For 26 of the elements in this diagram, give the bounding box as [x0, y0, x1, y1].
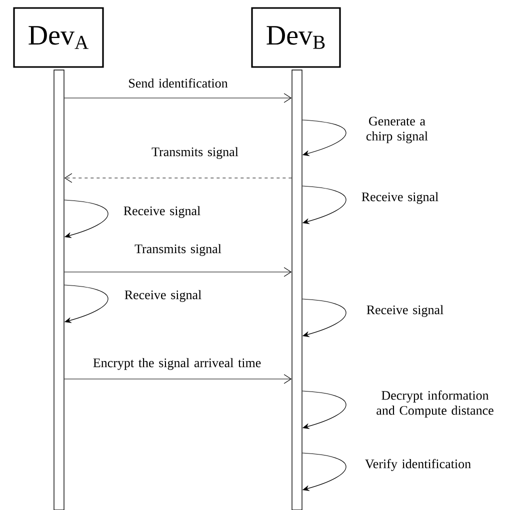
self-arrow	[302, 120, 346, 156]
edge-label: Receive signal	[124, 206, 200, 218]
edge-label: Receive signal	[366, 305, 444, 317]
edge-label: Receive signal	[124, 290, 202, 302]
edge-label: Generate a chirp signal	[366, 116, 428, 144]
device-box: Dev$_{B}$	[251, 7, 341, 68]
self-arrow	[302, 452, 346, 492]
self-arrow	[302, 390, 346, 430]
self-arrow	[302, 298, 346, 338]
self-arrow	[302, 186, 346, 224]
lifeline-bar	[292, 70, 302, 510]
message-arrow	[64, 173, 292, 183]
edge-label: Send identification	[129, 78, 228, 88]
edge-label: Transmits signal	[134, 244, 222, 256]
edge-label: Receive signal	[362, 192, 438, 204]
edge-label: Encrypt the signal arriveal time	[93, 358, 261, 370]
edge-label: Verify identification	[365, 459, 471, 471]
message-arrow	[64, 267, 292, 277]
self-arrow	[64, 284, 108, 324]
edge-label: Transmits signal	[152, 147, 238, 159]
message-arrow	[64, 93, 292, 103]
device-box: Dev$_{A}$	[13, 7, 104, 68]
edge-label: Decrypt information and Compute distance	[376, 390, 494, 418]
self-arrow	[64, 200, 108, 238]
message-arrow	[64, 374, 292, 384]
lifeline-bar	[54, 70, 64, 510]
